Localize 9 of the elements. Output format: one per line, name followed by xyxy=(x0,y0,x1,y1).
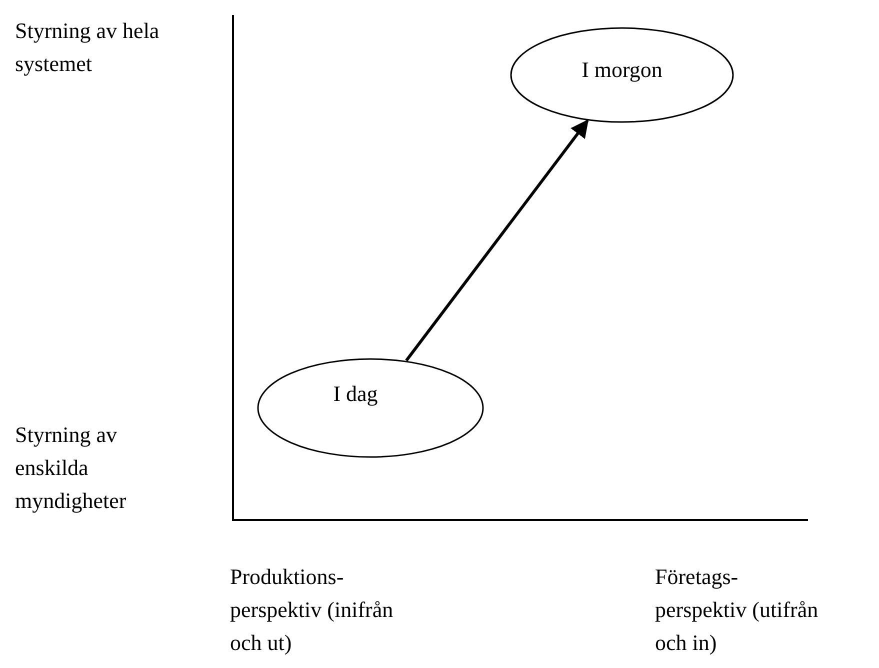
node-label: I dag xyxy=(333,381,378,407)
axis-label: Styrning av enskilda myndigheter xyxy=(15,421,128,515)
node-label: I morgon xyxy=(582,57,662,83)
axis-label: Styrning av hela systemet xyxy=(15,17,160,78)
ellipse-node xyxy=(257,358,484,458)
axis-label: Produktions- perspektiv (inifrån och ut) xyxy=(230,563,394,657)
ellipse-node xyxy=(510,27,734,123)
arrow xyxy=(405,119,589,362)
axis-label: Företags- perspektiv (utifrån och in) xyxy=(655,563,820,657)
